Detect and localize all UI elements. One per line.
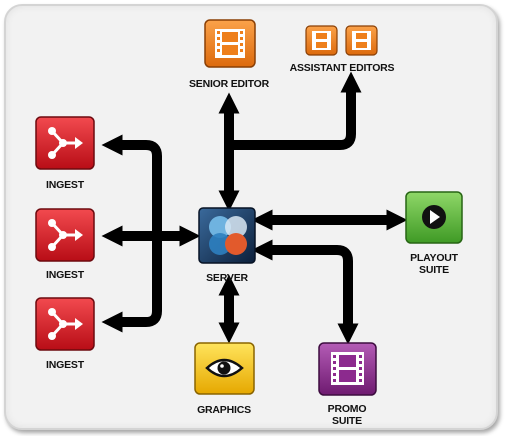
server-label: SERVER [206,272,248,284]
ingest-3-label: INGEST [46,359,85,371]
server-promo-arrow [251,239,359,345]
ingest-node-2[interactable]: INGEST [35,208,95,281]
playout-label-line-1: PLAYOUT [410,252,459,264]
promo-label-line-2: SUITE [332,415,362,427]
ingest-1-label: INGEST [46,179,85,191]
senior-editor-node[interactable]: SENIOR EDITOR [189,19,270,90]
ingest-node-3[interactable]: INGEST [35,297,95,371]
connector-arrows [101,71,408,345]
assistant-editors-label: ASSISTANT EDITORS [290,62,395,74]
film-icon [352,31,371,50]
playout-suite-node[interactable]: PLAYOUT SUITE [405,191,463,276]
ingest-2-label: INGEST [46,269,85,281]
film-icon [215,29,245,58]
play-icon [422,205,446,229]
assistant-editors-arrow [234,71,362,150]
playout-label-line-2: SUITE [419,264,449,276]
branch-icon [48,127,83,159]
eye-icon [205,358,244,378]
film-icon [312,31,331,50]
assistant-editors-node[interactable]: ASSISTANT EDITORS [290,25,395,74]
server-node[interactable]: SERVER [198,207,256,284]
branch-icon [48,219,83,251]
graphics-label: GRAPHICS [197,404,251,416]
senior-editor-label: SENIOR EDITOR [189,78,270,90]
graphics-node[interactable]: GRAPHICS [194,342,255,416]
promo-label-line-1: PROMO [328,403,367,415]
server-logo-icon [209,216,247,255]
film-icon [331,352,364,385]
ingest-node-1[interactable]: INGEST [35,116,95,191]
promo-suite-node[interactable]: PROMO SUITE [318,342,377,427]
branch-icon [48,308,83,340]
